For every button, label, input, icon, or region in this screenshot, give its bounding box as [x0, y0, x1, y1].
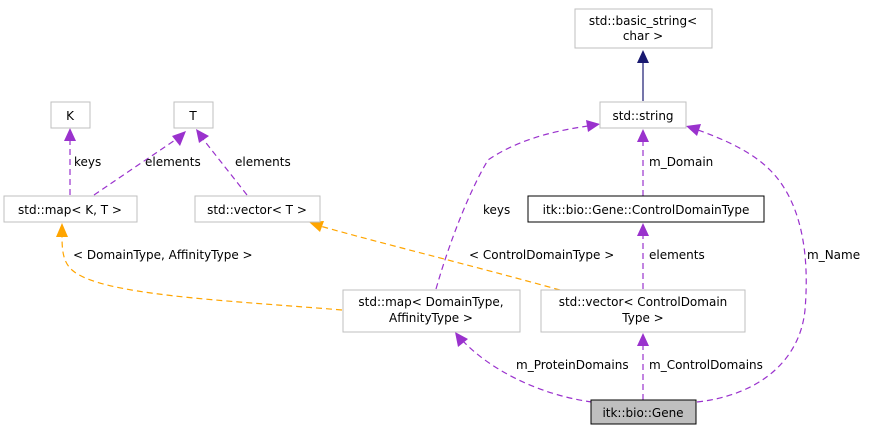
node-map-kt[interactable]: std::map< K, T >	[3, 195, 138, 223]
edge-map-template	[61, 235, 343, 311]
node-k-label: K	[66, 109, 75, 123]
edge-label-m-domain: m_Domain	[649, 155, 713, 169]
node-vector-control[interactable]: std::vector< ControlDomain Type >	[540, 289, 746, 333]
node-string[interactable]: std::string	[599, 101, 687, 129]
arrowhead-elements-t-map	[172, 131, 186, 146]
arrowhead-keys-k	[64, 128, 76, 141]
node-vector-control-line2: Type >	[621, 311, 663, 325]
edge-keys-string	[435, 125, 589, 290]
edge-label-elements-cdt: elements	[649, 248, 705, 262]
node-gene[interactable]: itk::bio::Gene	[590, 399, 697, 425]
arrowhead-m-control-domains	[637, 333, 649, 346]
node-map-domain[interactable]: std::map< DomainType, AffinityType >	[342, 289, 521, 333]
edge-label-m-name: m_Name	[807, 248, 860, 262]
node-map-kt-label: std::map< K, T >	[18, 203, 122, 217]
edge-m-protein-domains	[461, 339, 593, 403]
arrowhead-keys-string	[586, 120, 600, 132]
node-t-label: T	[188, 109, 197, 123]
edge-label-keys-string: keys	[483, 203, 510, 217]
arrowhead-m-domain	[637, 129, 649, 142]
edge-elements-t-map	[93, 137, 179, 196]
arrowhead-m-name	[686, 124, 701, 136]
edge-label-m-protein-domains: m_ProteinDomains	[516, 358, 629, 372]
arrowhead-elements-cdt	[637, 223, 649, 236]
node-basic-string[interactable]: std::basic_string< char >	[574, 8, 713, 49]
arrowhead-vector-template	[309, 221, 324, 232]
edge-label-elements-t-vector: elements	[235, 155, 291, 169]
node-map-domain-line2: AffinityType >	[389, 311, 473, 325]
edge-elements-t-vector	[202, 138, 248, 196]
edge-vector-template	[319, 225, 561, 291]
edge-label-vector-template: < ControlDomainType >	[469, 248, 614, 262]
edge-label-elements-t-map: elements	[145, 155, 201, 169]
node-basic-string-line2: char >	[623, 29, 663, 43]
node-gene-label: itk::bio::Gene	[602, 406, 683, 420]
node-map-domain-line1: std::map< DomainType,	[358, 295, 503, 309]
node-k[interactable]: K	[50, 101, 91, 129]
arrowhead-map-template	[56, 223, 68, 237]
edge-label-map-template: < DomainType, AffinityType >	[73, 248, 253, 262]
node-vector-t-label: std::vector< T >	[207, 203, 307, 217]
arrowhead-inherit	[637, 50, 649, 63]
node-vector-control-line1: std::vector< ControlDomain	[559, 295, 728, 309]
node-t[interactable]: T	[173, 101, 214, 129]
arrowhead-elements-t-vector	[196, 129, 209, 143]
node-basic-string-line1: std::basic_string<	[589, 14, 697, 28]
edge-label-keys-k: keys	[74, 155, 101, 169]
edge-label-m-control-domains: m_ControlDomains	[649, 358, 763, 372]
node-string-label: std::string	[612, 109, 673, 123]
node-vector-t[interactable]: std::vector< T >	[194, 195, 321, 223]
node-control-domain-type[interactable]: itk::bio::Gene::ControlDomainType	[527, 195, 765, 223]
arrowhead-m-protein-domains	[455, 332, 468, 347]
node-control-domain-type-label: itk::bio::Gene::ControlDomainType	[543, 203, 750, 217]
